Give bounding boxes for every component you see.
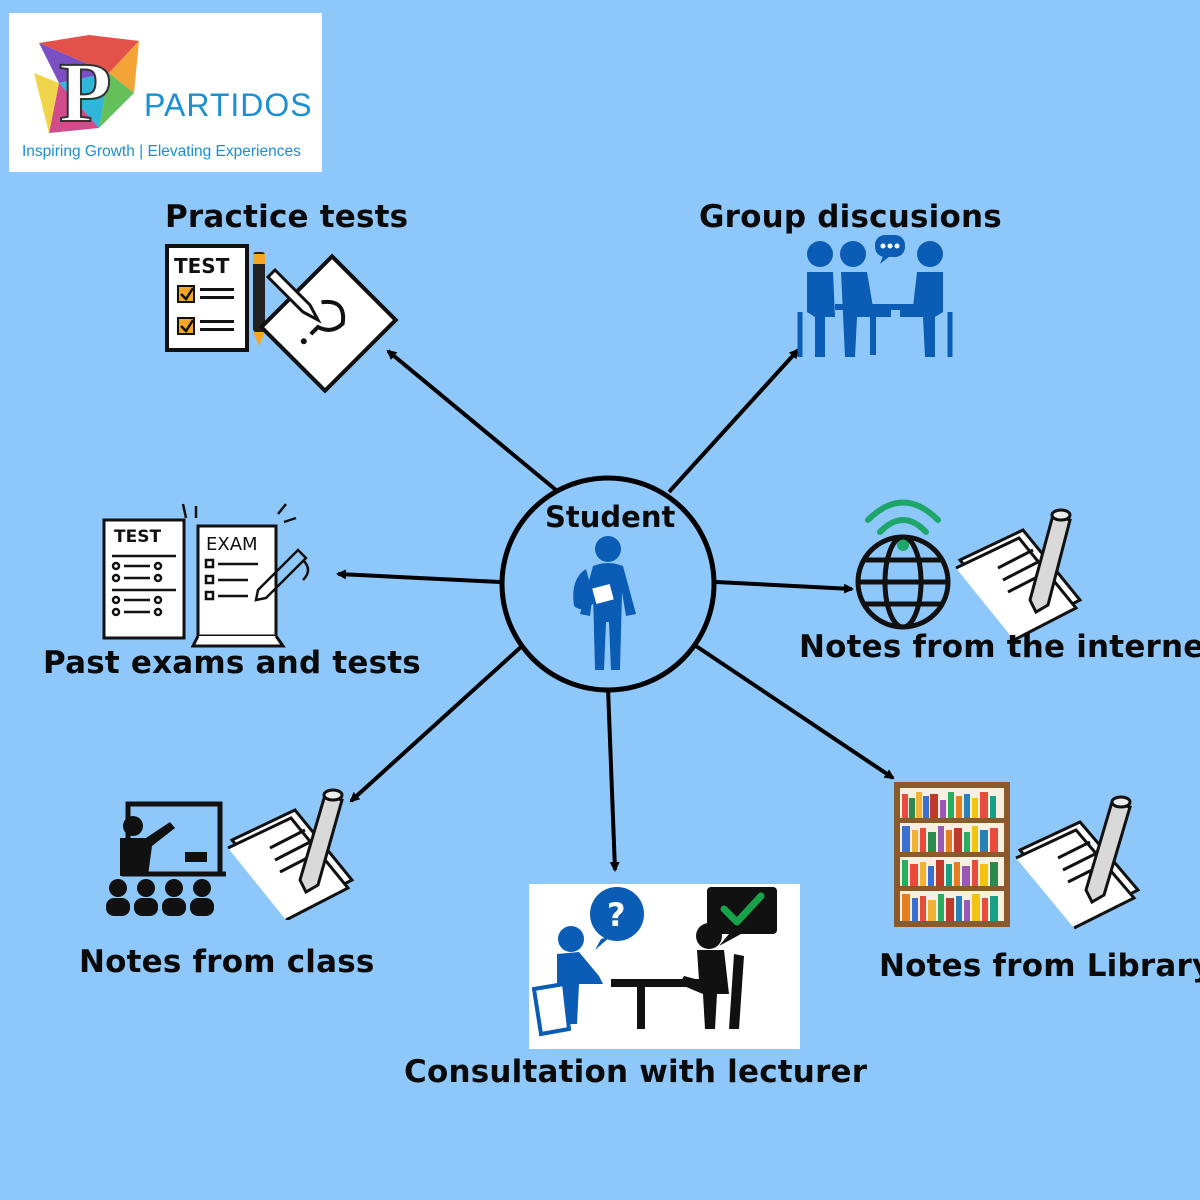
logo-tagline: Inspiring Growth | Elevating Experiences (22, 143, 301, 160)
arrow-to-notes-internet (715, 580, 854, 594)
student-node (499, 475, 717, 693)
student-icon (573, 536, 636, 670)
arrow-to-practice-tests (386, 349, 558, 492)
svg-text:P: P (59, 44, 112, 140)
consultation-illustration-frame: ? (529, 884, 800, 1049)
group-meeting-icon (797, 235, 953, 357)
arrow-to-notes-library (694, 644, 895, 780)
logo-monogram-icon: P (34, 35, 139, 141)
group-discussions-label: Group discusions (699, 199, 1002, 235)
svg-text:TEST: TEST (174, 254, 230, 278)
globe-wifi-notepad-icon (855, 499, 1083, 640)
classroom-notepad-icon (106, 788, 355, 920)
logo-brand-name: PARTIDOS (144, 87, 313, 123)
arrow-to-notes-class (349, 644, 524, 803)
past-exams-label: Past exams and tests (43, 645, 421, 681)
lecturer-consultation-icon: ? (531, 887, 777, 1037)
student-label: Student (545, 500, 676, 534)
svg-text:?: ? (607, 896, 626, 934)
partidos-logo: P PARTIDOS Inspiring Growth | Elevating … (9, 13, 322, 172)
notes-internet-label: Notes from the internet (799, 629, 1200, 665)
exam-papers-icon: TEST EXAM (102, 503, 310, 648)
svg-text:TEST: TEST (114, 527, 161, 547)
arrow-to-consultation (606, 687, 620, 872)
notes-class-label: Notes from class (79, 944, 375, 980)
arrow-to-group-discussions (667, 348, 800, 494)
practice-tests-label: Practice tests (165, 199, 409, 235)
bookshelf-notepad-icon (894, 782, 1141, 930)
arrow-to-past-exams (336, 569, 501, 584)
consultation-label: Consultation with lecturer (404, 1054, 868, 1090)
test-paper-icon: TEST (165, 244, 399, 394)
notes-library-label: Notes from Library (879, 948, 1200, 984)
svg-text:EXAM: EXAM (206, 534, 258, 555)
